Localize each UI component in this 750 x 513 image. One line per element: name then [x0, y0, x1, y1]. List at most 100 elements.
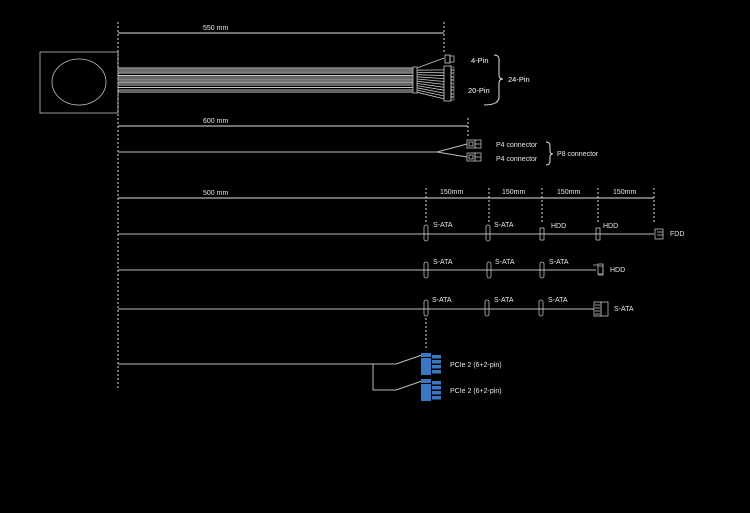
pcie-body: [421, 384, 431, 401]
psu-unit: [39, 51, 119, 114]
twenty-pin-label: 20-Pin: [468, 86, 490, 95]
sata-connector-icon: [423, 299, 429, 317]
connector-pin: [450, 80, 455, 84]
sata-connector-icon: [423, 261, 429, 279]
connector-label: S-ATA: [433, 222, 453, 229]
connector-label: S-ATA: [494, 297, 514, 304]
peripheral-cable-2: S-ATA S-ATA S-ATA HDD: [118, 259, 625, 279]
segment-length-label-3: 150mm: [557, 189, 581, 196]
pcie-connector-label-2: PCIe 2 (6+2-pin): [450, 388, 502, 395]
fdd-connector-icon: [654, 228, 664, 240]
molex-connector-icon: [539, 227, 545, 241]
connector-pin: [450, 97, 455, 101]
four-pin-connector-latch: [449, 55, 455, 63]
connector-pin: [450, 76, 455, 80]
twenty-pin-pins: [450, 66, 455, 101]
end-connector-label: S-ATA: [614, 306, 634, 313]
brace-24pin: [483, 54, 504, 106]
sata-connector-icon: [538, 299, 544, 317]
pcie-latch: [421, 353, 431, 357]
connector-label: S-ATA: [495, 259, 515, 266]
psu-fan-icon: [51, 58, 107, 106]
atx-wire-bundle: [118, 67, 413, 93]
pcie-pin: [432, 386, 441, 390]
fanout-wire: [416, 89, 445, 97]
fanout-wire: [416, 83, 445, 88]
segment-length-label-4: 150mm: [613, 189, 637, 196]
connector-pin: [450, 66, 455, 70]
eps-wire-branch-1: [436, 143, 468, 153]
pcie-pin: [432, 370, 441, 374]
sata-connector-icon: [484, 299, 490, 317]
atx-length-label: 550 mm: [203, 25, 228, 32]
connector-label: S-ATA: [432, 297, 452, 304]
sata-end-connector-icon: [593, 301, 609, 317]
brace-p8: [545, 141, 554, 166]
connector-label: S-ATA: [549, 259, 569, 266]
pcie-body: [421, 358, 431, 375]
fanout-wire: [416, 76, 445, 79]
connector-pin: [450, 93, 455, 97]
fanout-wire: [416, 57, 445, 69]
connector-label: HDD: [603, 223, 618, 230]
pcie-pin: [432, 360, 441, 364]
sata-connector-icon: [539, 261, 545, 279]
connector-label: HDD: [551, 223, 566, 230]
pcie-wire-branch: [395, 354, 423, 365]
pcie-latch: [421, 379, 431, 383]
end-connector-label: HDD: [610, 267, 625, 274]
eps-cable: 600 mm P4 connector P4 connector P8 conn…: [118, 118, 599, 166]
eps-wire-branch-2: [436, 151, 468, 158]
p8-connector-label: P8 connector: [557, 151, 599, 158]
pcie-cable: PCIe 2 (6+2-pin) PCIe 2 (6+2-pin): [118, 318, 502, 401]
pcie-connector-icon: [421, 379, 441, 401]
connector-pin: [450, 90, 455, 94]
hdd-molex-connector-icon: [593, 263, 604, 276]
sata-connector-icon: [485, 224, 491, 242]
pcie-wire-branch: [395, 380, 423, 391]
connector-label: S-ATA: [433, 259, 453, 266]
pcie-pin: [432, 355, 441, 359]
fanout-wire: [416, 85, 445, 91]
connector-label: S-ATA: [494, 222, 514, 229]
atx-wire-fanout: [416, 57, 445, 100]
fanout-wire: [416, 91, 445, 100]
molex-connector-icon: [595, 227, 601, 241]
pcie-pin: [432, 396, 441, 400]
pcie-pin: [432, 365, 441, 369]
segment-length-label-2: 150mm: [502, 189, 526, 196]
connector-pin: [450, 87, 455, 91]
p4-connector-label-2: P4 connector: [496, 156, 538, 163]
pcie-connector-label-1: PCIe 2 (6+2-pin): [450, 362, 502, 369]
four-pin-connector-icon: [444, 54, 451, 64]
twenty-pin-connector-icon: [443, 65, 452, 102]
connector-label: S-ATA: [548, 297, 568, 304]
connector-pin: [450, 70, 455, 74]
end-connector-label: FDD: [670, 231, 684, 238]
peripheral-cable-1: S-ATA S-ATA HDD HDD FDD: [118, 222, 684, 242]
pcie-wire-split: [372, 364, 396, 391]
atx-cable: 550 mm 4-Pin 20-Pin 24-Pin: [118, 22, 530, 106]
connector-pin: [450, 73, 455, 77]
fanout-wire: [416, 74, 445, 77]
segment-length-label-1: 150mm: [440, 189, 464, 196]
connector-pin: [450, 83, 455, 87]
sata-connector-icon: [423, 224, 429, 242]
pcie-pin: [432, 381, 441, 385]
p4-connector-icon: [466, 152, 482, 162]
peripheral-cable-3: S-ATA S-ATA S-ATA S-ATA: [118, 297, 634, 317]
p4-connector-icon: [466, 139, 482, 149]
pcie-pin: [432, 391, 441, 395]
four-pin-label: 4-Pin: [471, 56, 489, 65]
peripheral-cables: 500 mm 150mm 150mm 150mm 150mm S-ATA S-A…: [118, 188, 684, 317]
p4-connector-label-1: P4 connector: [496, 142, 538, 149]
eps-length-label: 600 mm: [203, 118, 228, 125]
fanout-wire: [416, 78, 445, 82]
peripheral-base-length-label: 500 mm: [203, 190, 228, 197]
fanout-wire: [416, 80, 445, 85]
atx-cable-sleeve-end: [412, 66, 418, 94]
sata-connector-icon: [486, 261, 492, 279]
fanout-wire: [416, 87, 445, 94]
twenty-four-pin-label: 24-Pin: [508, 75, 530, 84]
